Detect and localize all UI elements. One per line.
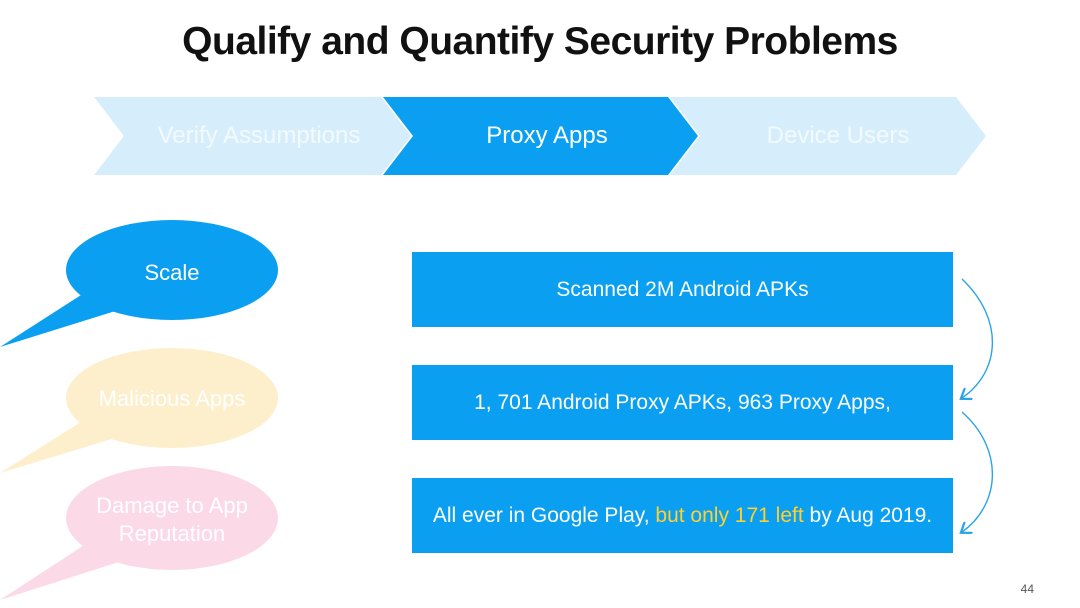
- bubble-label-malicious-apps: Malicious Apps: [98, 386, 246, 411]
- step-label-verify-assumptions: Verify Assumptions: [157, 122, 361, 149]
- finding-box-scanned: Scanned 2M Android APKs: [412, 252, 953, 327]
- arrow-1: [962, 278, 994, 398]
- slide-title: Qualify and Quantify Security Problems: [182, 20, 898, 63]
- chevron-step-3: [670, 97, 986, 175]
- arrow-2: [962, 411, 994, 532]
- step-label-proxy-apps: Proxy Apps: [486, 122, 608, 149]
- chevron-step-1: [94, 97, 411, 175]
- finding-box-google-play: All ever in Google Play, but only 171 le…: [412, 478, 953, 553]
- bubble-label-line2: Reputation: [118, 521, 226, 546]
- page-number: 44: [1020, 582, 1034, 596]
- chevron-step-2: [383, 97, 698, 175]
- bubble-label-scale: Scale: [144, 260, 200, 285]
- finding-box-proxy-apks: 1, 701 Android Proxy APKs, 963 Proxy App…: [412, 365, 953, 440]
- finding-text-part1: All ever in Google Play,: [432, 503, 656, 527]
- bubble-label-damage-reputation: Damage to App Reputation: [66, 492, 278, 548]
- bubble-scale: [0, 220, 278, 347]
- bubble-label-line1: Damage to App: [96, 493, 248, 518]
- bubble-damage-reputation: [0, 466, 278, 600]
- finding-highlight: but only 171 left: [655, 503, 804, 527]
- finding-text-google-play: All ever in Google Play, but only 171 le…: [433, 502, 932, 530]
- step-label-device-users: Device Users: [766, 122, 910, 149]
- finding-text-part2: by Aug 2019.: [803, 503, 933, 527]
- bubble-malicious-apps: [0, 348, 278, 473]
